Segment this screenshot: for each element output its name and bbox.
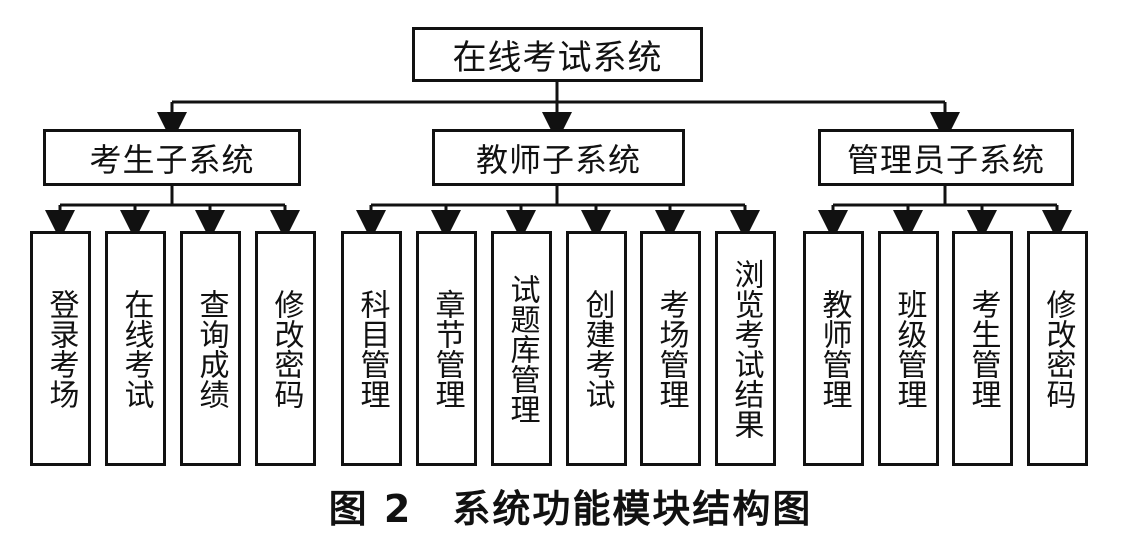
module-node: 修改密码 bbox=[255, 231, 316, 466]
figure-caption: 图 2 系统功能模块结构图 bbox=[328, 487, 813, 531]
root-node: 在线考试系统 bbox=[412, 27, 703, 82]
module-node: 班级管理 bbox=[878, 231, 939, 466]
module-label: 查询成绩 bbox=[193, 288, 229, 409]
module-node: 修改密码 bbox=[1027, 231, 1088, 466]
module-node: 创建考试 bbox=[566, 231, 627, 466]
subsystem-label: 管理员子系统 bbox=[846, 140, 1045, 179]
module-node: 在线考试 bbox=[105, 231, 166, 466]
module-node: 查询成绩 bbox=[180, 231, 241, 466]
module-node: 试题库管理 bbox=[491, 231, 552, 466]
module-label: 教师管理 bbox=[816, 288, 852, 409]
module-label: 考生管理 bbox=[965, 288, 1001, 409]
module-node: 科目管理 bbox=[341, 231, 402, 466]
subsystem-node-admin: 管理员子系统 bbox=[818, 129, 1074, 186]
module-label: 登录考场 bbox=[43, 288, 79, 409]
module-label: 修改密码 bbox=[1040, 288, 1076, 409]
root-node-label: 在线考试系统 bbox=[452, 38, 663, 78]
module-node: 章节管理 bbox=[416, 231, 477, 466]
module-node: 浏览考试结果 bbox=[715, 231, 776, 466]
subsystem-node-student: 考生子系统 bbox=[43, 129, 301, 186]
module-label: 班级管理 bbox=[891, 288, 927, 409]
subsystem-node-teacher: 教师子系统 bbox=[432, 129, 685, 186]
module-node: 考场管理 bbox=[640, 231, 701, 466]
module-node: 登录考场 bbox=[30, 231, 91, 466]
module-node: 考生管理 bbox=[952, 231, 1013, 466]
module-label: 考场管理 bbox=[653, 288, 689, 409]
module-label: 创建考试 bbox=[579, 288, 615, 409]
module-node: 教师管理 bbox=[803, 231, 864, 466]
module-label: 章节管理 bbox=[429, 288, 465, 409]
module-label: 科目管理 bbox=[354, 288, 390, 409]
module-label: 试题库管理 bbox=[504, 273, 540, 424]
module-label: 浏览考试结果 bbox=[728, 258, 764, 439]
subsystem-label: 考生子系统 bbox=[89, 140, 255, 179]
module-label: 修改密码 bbox=[268, 288, 304, 409]
module-label: 在线考试 bbox=[118, 288, 154, 409]
subsystem-label: 教师子系统 bbox=[475, 140, 641, 179]
